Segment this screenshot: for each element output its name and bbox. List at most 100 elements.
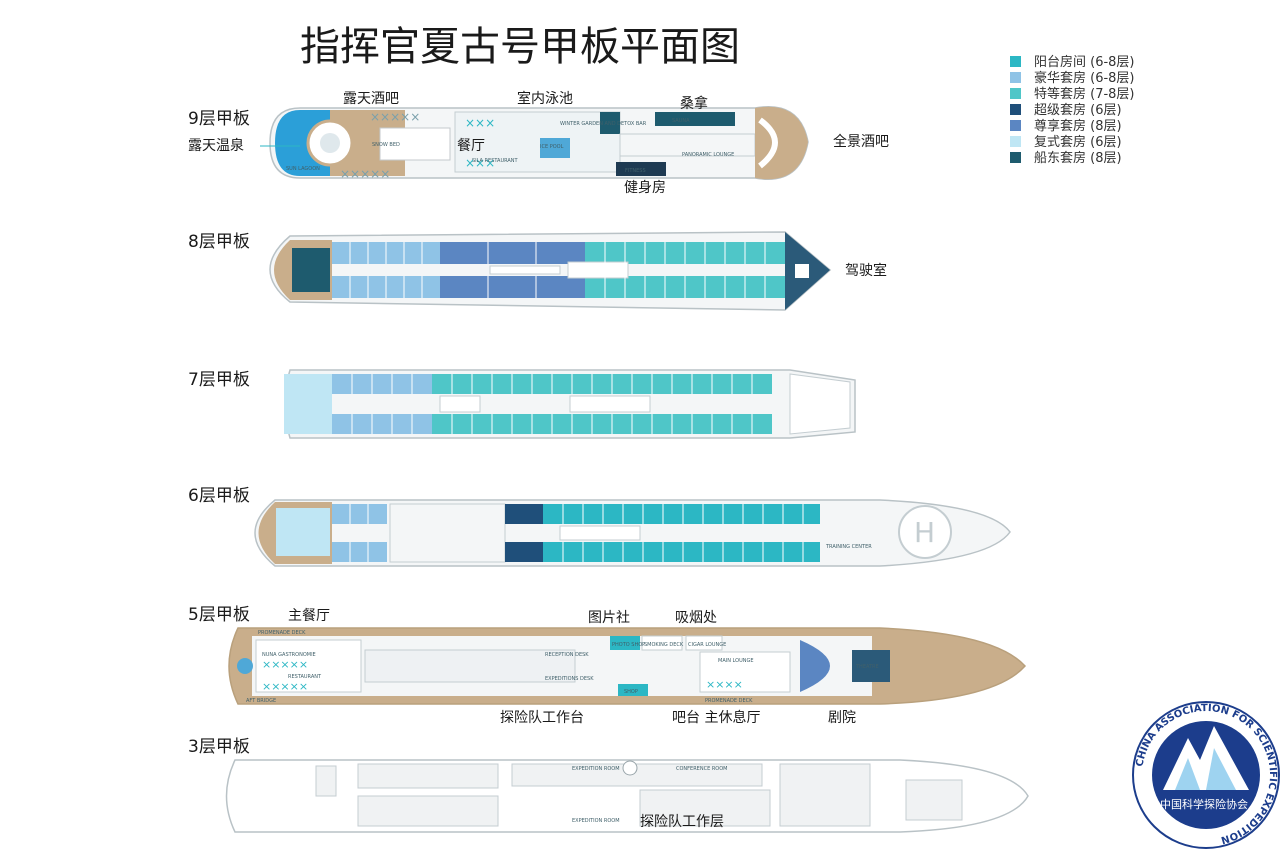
- label-expeditions-desk: EXPEDITIONS DESK: [545, 676, 594, 682]
- helipad-icon: H: [914, 516, 935, 549]
- label-expedition-workstation: 探险队工作台: [500, 710, 584, 726]
- legend-item-4: 超级套房 (6层): [1034, 102, 1122, 118]
- fitness-room: [616, 162, 666, 176]
- label-conference-room: CONFERENCE ROOM: [676, 766, 727, 772]
- deck-6-cabins-top-fwd: [543, 504, 820, 524]
- deck-7-cabins-top-aft: [332, 374, 432, 394]
- bar-counter: [379, 127, 451, 161]
- deck-7-label: 7层甲板: [188, 370, 250, 390]
- label-dining: 餐厅: [457, 138, 485, 154]
- label-expedition-room-2: EXPEDITION ROOM: [572, 818, 620, 824]
- svg-text:×××××: ×××××: [370, 110, 420, 124]
- owners-suite: [292, 248, 330, 292]
- label-aft-bridge: AFT BRIDGE: [246, 698, 276, 704]
- cabins-row-bot-mid: [440, 276, 585, 298]
- deck-9-label: 9层甲板: [188, 109, 250, 129]
- cabins-row-top-mid: [440, 242, 585, 264]
- svg-text:××××: ××××: [706, 678, 743, 691]
- legend-swatch-4: [1010, 104, 1021, 115]
- deck-6: 6层甲板 H TRAINING CENTER: [188, 486, 1011, 567]
- legend-item-7: 船东套房 (8层): [1034, 150, 1122, 166]
- label-reception: RECEPTION DESK: [545, 652, 589, 658]
- label-sila-restaurant: SILA RESTAURANT: [472, 158, 519, 164]
- legend-item-1: 阳台房间 (6-8层): [1034, 54, 1135, 70]
- deck-5-label: 5层甲板: [188, 605, 250, 625]
- deck-7: 7层甲板: [188, 369, 856, 439]
- page-title: 指挥官夏古号甲板平面图: [300, 24, 740, 70]
- theater-seating: [800, 640, 830, 692]
- label-photo-studio: 图片社: [588, 610, 630, 626]
- svg-text:×××: ×××: [465, 156, 495, 170]
- label-training-center: TRAINING CENTER: [825, 544, 872, 550]
- deck-6-cabins-bot-fwd: [543, 542, 820, 562]
- legend-item-6: 复式套房 (6层): [1034, 134, 1122, 150]
- logo-inner-text: 中国科学探险协会: [1160, 797, 1248, 811]
- duplex-suite: [276, 508, 330, 556]
- label-indoor-pool: 室内泳池: [517, 90, 573, 107]
- panoramic-lounge: [755, 106, 808, 180]
- label-promenade-bottom: PROMENADE DECK: [705, 698, 753, 704]
- label-theater: 剧院: [828, 710, 856, 726]
- label-expedition-room-1: EXPEDITION ROOM: [572, 766, 620, 772]
- label-nuna: NUNA GASTRONOMIE: [262, 652, 316, 658]
- aft-window: [237, 658, 253, 674]
- label-snow-bed: SNOW BED: [372, 142, 400, 148]
- indoor-pool: [540, 138, 570, 158]
- svg-text:×××××: ×××××: [262, 680, 308, 693]
- deck-3-label: 3层甲板: [188, 737, 250, 757]
- deck-9: 9层甲板 ××× ××× ××××× ××××× SUN LAGOON SNOW…: [188, 90, 889, 196]
- association-logo: 中国科学探险协会 CHINA ASSOCIATION FOR SCIENTIFI…: [1132, 701, 1280, 849]
- theater-stage: [852, 650, 890, 682]
- deck-7-cabins-bot-fwd: [432, 414, 772, 434]
- deck-6-label: 6层甲板: [188, 486, 250, 506]
- label-cigar-lounge: CIGAR LOUNGE: [688, 642, 726, 648]
- legend-item-2: 豪华套房 (6-8层): [1034, 70, 1135, 86]
- deck-8-label: 8层甲板: [188, 232, 250, 252]
- label-bridge: 驾驶室: [845, 262, 887, 279]
- cigar-lounge: [685, 635, 723, 651]
- helipad: [898, 505, 952, 559]
- label-hot-spring: 露天温泉: [188, 137, 244, 154]
- legend-swatch-2: [1010, 72, 1021, 83]
- label-sauna-cn: 桑拿: [680, 95, 708, 112]
- label-gym: 健身房: [624, 180, 666, 196]
- smoking-deck: [641, 635, 683, 651]
- legend-item-5: 尊享套房 (8层): [1034, 118, 1122, 134]
- label-smoking-deck: SMOKING DECK: [644, 642, 684, 648]
- superior-suite-bot: [505, 542, 543, 562]
- svg-text:×××××: ×××××: [262, 658, 308, 671]
- label-main-lounge: MAIN LOUNGE: [718, 658, 754, 664]
- photo-shop: [610, 636, 640, 650]
- label-sun-lagoon: SUN LAGOON: [286, 166, 320, 172]
- label-shop: SHOP: [624, 689, 638, 695]
- legend-swatch-7: [1010, 152, 1021, 163]
- label-main-dining: 主餐厅: [288, 608, 330, 624]
- deck-8: 8层甲板 驾驶室: [188, 231, 887, 311]
- label-open-bar: 露天酒吧: [343, 91, 399, 107]
- main-restaurant: [255, 639, 362, 693]
- svg-text:×××××: ×××××: [340, 167, 390, 181]
- legend-swatch-1: [1010, 56, 1021, 67]
- label-ice-pool: ICE POOL: [540, 144, 564, 150]
- superior-suite-top: [505, 504, 543, 524]
- legend-swatch-6: [1010, 136, 1021, 147]
- deck-6-cabins-bot-aft: [332, 542, 387, 562]
- label-restaurant: RESTAURANT: [288, 674, 322, 680]
- label-theatre: THEATRE: [855, 664, 879, 670]
- label-winter-garden: WINTER GARDEN AND DETOX BAR: [560, 121, 647, 127]
- label-fitness: FITNESS: [625, 168, 646, 174]
- label-sauna: SAUNA: [672, 118, 690, 124]
- label-smoking-area: 吸烟处: [675, 610, 717, 626]
- label-panorama-bar: 全景酒吧: [833, 133, 889, 150]
- legend-item-3: 特等套房 (7-8层): [1034, 86, 1135, 102]
- deck-7-cabins-top-fwd: [432, 374, 772, 394]
- deck-5: 5层甲板 ××××× ××××× ×××× PROMENADE DECK NUN…: [188, 605, 1027, 726]
- label-bar-lounge: 吧台 主休息厅: [672, 709, 760, 726]
- label-panoramic-lounge: PANORAMIC LOUNGE: [682, 152, 734, 158]
- legend: 阳台房间 (6-8层) 豪华套房 (6-8层) 特等套房 (7-8层) 超级套房…: [1010, 54, 1135, 166]
- main-lounge: [699, 651, 791, 693]
- shop: [618, 684, 648, 696]
- label-expedition-level: 探险队工作层: [640, 814, 724, 830]
- deck-6-cabins-top-aft: [332, 504, 387, 524]
